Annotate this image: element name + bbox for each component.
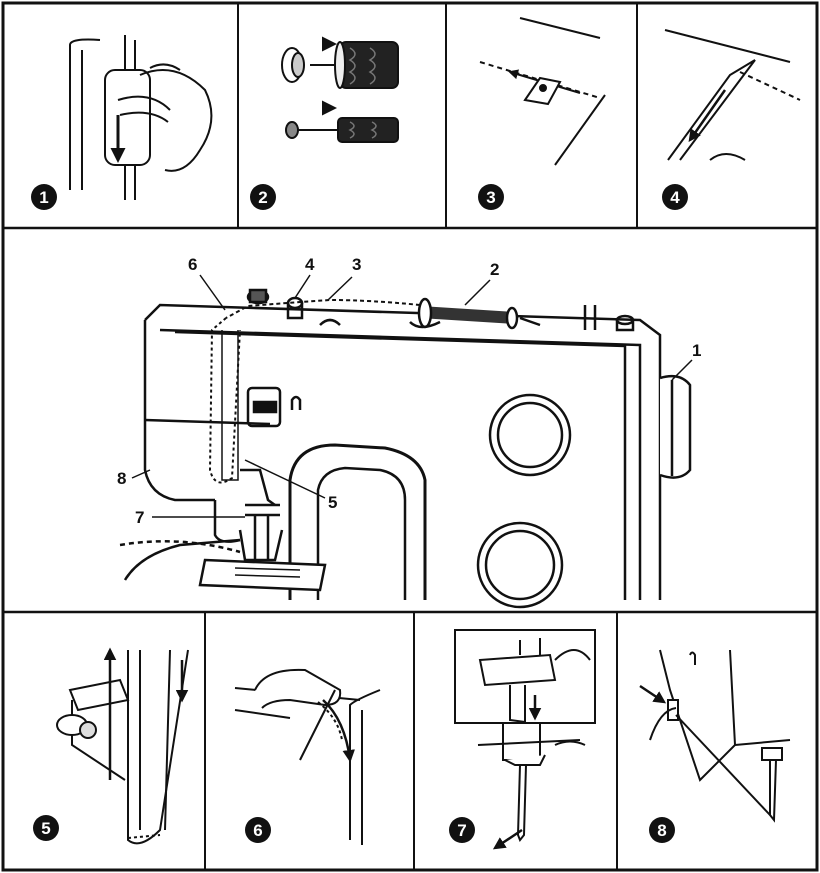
svg-text:5: 5 xyxy=(41,819,50,838)
callout-8: 8 xyxy=(117,469,151,488)
svg-text:1: 1 xyxy=(692,341,701,360)
svg-text:3: 3 xyxy=(486,188,495,207)
callout-4: 4 xyxy=(294,255,315,299)
svg-text:7: 7 xyxy=(457,821,466,840)
handwheel xyxy=(659,374,692,479)
needle-bar-guide-icon xyxy=(639,649,791,823)
step-5-panel: 5 xyxy=(33,647,189,845)
svg-text:2: 2 xyxy=(258,188,267,207)
svg-text:4: 4 xyxy=(670,188,680,207)
svg-text:6: 6 xyxy=(188,255,197,274)
step-badge-7: 7 xyxy=(449,817,475,843)
step-2-panel: 2 xyxy=(250,36,399,210)
svg-text:4: 4 xyxy=(305,255,315,274)
needle-threading-icon xyxy=(454,629,596,850)
tension-guide-icon xyxy=(664,29,801,161)
step-badge-2: 2 xyxy=(250,184,276,210)
step-3-panel: 3 xyxy=(478,17,606,210)
step-badge-1: 1 xyxy=(31,184,57,210)
callout-2: 2 xyxy=(464,260,499,306)
step-badge-6: 6 xyxy=(245,817,271,843)
reverse-lever xyxy=(246,386,282,428)
step-badge-8: 8 xyxy=(649,817,675,843)
svg-text:6: 6 xyxy=(253,821,262,840)
svg-text:5: 5 xyxy=(328,493,337,512)
stitch-dial-lower xyxy=(476,521,564,609)
sewing-machine-illustration xyxy=(119,288,692,609)
callout-1: 1 xyxy=(671,341,701,381)
thread-hook-icon xyxy=(234,668,381,845)
step-badge-5: 5 xyxy=(33,815,59,841)
spool-and-cap-icon xyxy=(281,36,399,143)
step-4-panel: 4 xyxy=(662,29,801,210)
callout-6: 6 xyxy=(188,255,226,311)
step-badge-4: 4 xyxy=(662,184,688,210)
stitch-dial-upper xyxy=(488,393,572,477)
thread-guide-icon xyxy=(479,17,606,166)
callout-7: 7 xyxy=(135,508,245,527)
svg-text:2: 2 xyxy=(490,260,499,279)
take-up-lever-icon xyxy=(56,647,189,845)
main-callouts: 6 4 3 2 1 8 5 7 xyxy=(117,255,701,527)
step-7-panel: 7 xyxy=(449,629,596,850)
svg-text:3: 3 xyxy=(352,255,361,274)
step-6-panel: 6 xyxy=(234,668,381,845)
callout-5: 5 xyxy=(244,459,337,512)
step-8-panel: 8 xyxy=(639,649,791,843)
svg-text:7: 7 xyxy=(135,508,144,527)
spool-holder-hand-icon xyxy=(69,35,213,200)
svg-text:1: 1 xyxy=(39,188,48,207)
top-spool xyxy=(409,297,541,330)
callout-3: 3 xyxy=(327,255,361,301)
svg-text:8: 8 xyxy=(657,821,666,840)
svg-text:8: 8 xyxy=(117,469,126,488)
step-badge-3: 3 xyxy=(478,184,504,210)
step-1-panel: 1 xyxy=(31,35,213,210)
